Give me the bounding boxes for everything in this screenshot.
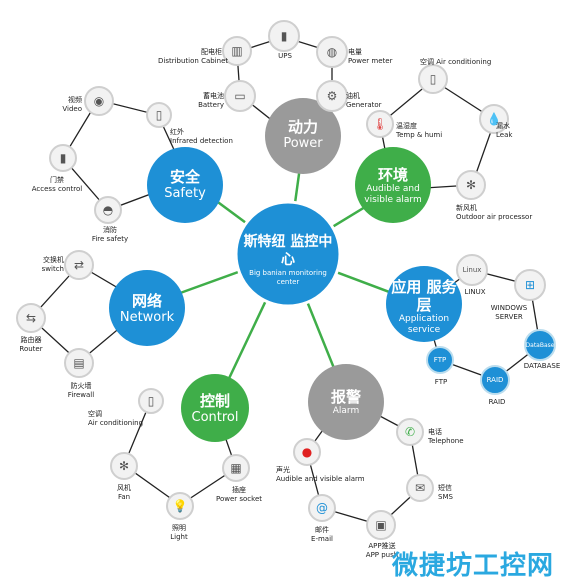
control-air-conditioning-icon: ▯ xyxy=(138,388,164,414)
safety-hub-en: Safety xyxy=(164,186,206,201)
power-hub-cn: 动力 xyxy=(287,118,318,136)
sms-icon: ✉ xyxy=(406,474,434,502)
video-camera-icon: ◉ xyxy=(84,86,114,116)
network-hub: 网络 Network xyxy=(112,292,182,326)
switch-icon: ⇄ xyxy=(64,250,94,280)
alarm-hub-circle xyxy=(308,364,384,440)
ftp-label: FTP xyxy=(434,378,448,386)
raid-label: RAID xyxy=(488,398,506,406)
safety-hub: 安全 Safety xyxy=(150,168,220,202)
center-subtitle: Big banian monitoring center xyxy=(249,269,327,286)
ups-label: UPS xyxy=(278,52,292,60)
power-hub-en: Power xyxy=(283,136,323,151)
power-meter-icon: ◍ xyxy=(316,36,348,68)
light-bulb-icon: 💡 xyxy=(166,492,194,520)
outdoor-fan-icon: ✻ xyxy=(456,170,486,200)
network-hub-en: Network xyxy=(119,310,175,325)
safety-hub-cn: 安全 xyxy=(169,168,200,186)
infrared-detector-icon: ▯ xyxy=(146,102,172,128)
database-label: DATABASE xyxy=(523,362,561,370)
firewall-icon: ▤ xyxy=(64,348,94,378)
env-hub-cn: 环境 xyxy=(377,166,408,184)
control-hub-en: Control xyxy=(191,410,239,425)
control-hub-cn: 控制 xyxy=(199,392,230,410)
watermark-text: 微捷坊工控网 xyxy=(392,551,555,581)
distribution-cabinet-icon: ▥ xyxy=(222,36,252,66)
app-hub-circle xyxy=(386,266,462,342)
app-push-icon: ▣ xyxy=(366,510,396,540)
env-hub: 环境 Audible and visible alarm xyxy=(356,166,430,206)
power-hub-circle xyxy=(265,98,341,174)
ups-icon: ▮ xyxy=(268,20,300,52)
control-hub-circle xyxy=(181,374,249,442)
linux-icon: Linux xyxy=(456,254,488,286)
power-hub: 动力 Power xyxy=(268,118,338,152)
fire-safety-icon: ◓ xyxy=(94,196,122,224)
alarm-hub: 报警 Alarm xyxy=(312,388,380,417)
database-icon: DataBase xyxy=(524,329,556,361)
air-conditioning-icon: ▯ xyxy=(418,64,448,94)
fan-icon: ✻ xyxy=(110,452,138,480)
app-hub-cn: 应用 服务层 xyxy=(391,278,457,314)
env-hub-en: Audible and visible alarm xyxy=(364,184,422,205)
app-hub-en: Application service xyxy=(398,314,450,335)
battery-icon: ▭ xyxy=(224,80,256,112)
hub-circles xyxy=(109,98,462,442)
email-icon: @ xyxy=(308,494,336,522)
app-hub: 应用 服务层 Application service xyxy=(388,278,460,336)
env-hub-circle xyxy=(355,147,431,223)
network-hub-cn: 网络 xyxy=(131,292,162,310)
telephone-icon: ✆ xyxy=(396,418,424,446)
linux-label: LINUX xyxy=(464,288,486,296)
thermometer-icon: 🌡 xyxy=(366,110,394,138)
alarm-light-icon: ● xyxy=(293,438,321,466)
control-hub: 控制 Control xyxy=(183,392,247,426)
ftp-icon: FTP xyxy=(426,346,454,374)
generator-icon: ⚙ xyxy=(316,80,348,112)
center-hub-circle xyxy=(234,200,342,308)
alarm-hub-en: Alarm xyxy=(332,406,360,416)
access-control-icon: ▮ xyxy=(49,144,77,172)
center-hub: 斯特纽 监控中心 Big banian monitoring center xyxy=(238,233,338,287)
safety-hub-circle xyxy=(147,147,223,223)
router-icon: ⇆ xyxy=(16,303,46,333)
windows-label: WINDOWS SERVER xyxy=(490,304,528,321)
center-title: 斯特纽 监控中心 xyxy=(243,234,333,268)
windows-icon: ⊞ xyxy=(514,269,546,301)
leak-drop-icon: 💧 xyxy=(479,104,509,134)
alarm-hub-cn: 报警 xyxy=(330,388,361,406)
network-hub-circle xyxy=(109,270,185,346)
power-socket-icon: ▦ xyxy=(222,454,250,482)
env-air-conditioning-label: 空调 Air conditioning xyxy=(420,58,492,66)
raid-icon: RAID xyxy=(480,365,510,395)
